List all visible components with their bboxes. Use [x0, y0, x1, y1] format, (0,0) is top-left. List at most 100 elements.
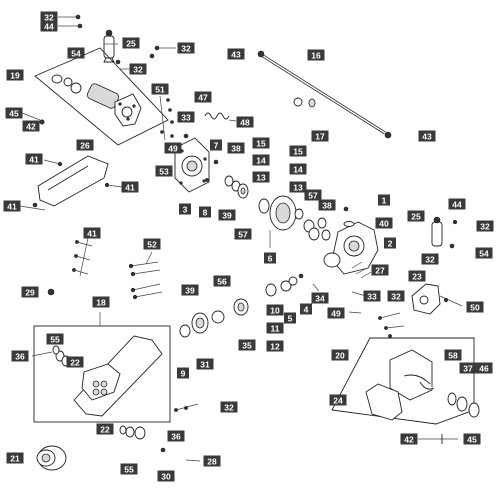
callout-number: 5	[288, 314, 293, 324]
callout-c2: 2	[384, 237, 396, 249]
callout-box	[289, 163, 307, 175]
callout-c38a: 38	[227, 142, 245, 154]
callout-c32b: 32	[177, 42, 195, 54]
callout-number: 39	[222, 211, 232, 221]
callout-c1: 1	[378, 194, 390, 206]
callout-c48: 48	[236, 116, 254, 128]
bearings-lower-drawing	[179, 298, 249, 338]
callout-box	[304, 189, 322, 201]
callout-c14a: 14	[252, 154, 270, 166]
callout-number: 46	[479, 364, 489, 374]
callout-box	[40, 20, 58, 32]
callout-c31: 31	[196, 358, 214, 370]
callout-number: 58	[448, 351, 458, 361]
callout-box	[289, 145, 307, 157]
callout-number: 7	[214, 141, 219, 151]
callout-number: 23	[412, 272, 422, 282]
callout-number: 41	[7, 202, 17, 212]
callout-number: 1	[382, 196, 387, 206]
callout-box	[6, 69, 24, 81]
seals-bearings-right-drawing	[294, 208, 331, 241]
callout-box	[459, 362, 477, 374]
callout-box	[164, 142, 182, 154]
callout-c22a: 22	[66, 356, 84, 368]
callout-box	[181, 284, 199, 296]
callout-number: 33	[367, 292, 377, 302]
callout-number: 50	[470, 303, 480, 313]
bushing-21-drawing	[36, 445, 67, 471]
seals-bearings-left-drawing	[205, 159, 249, 199]
callout-c37: 37	[459, 362, 477, 374]
callout-box	[407, 210, 425, 222]
cover-24-drawing	[365, 383, 403, 421]
callout-c20: 20	[331, 349, 349, 361]
callout-number: 32	[425, 255, 435, 265]
callout-box	[371, 264, 389, 276]
callout-box	[151, 83, 169, 95]
callout-c5: 5	[284, 312, 296, 324]
callout-box	[444, 349, 462, 361]
bolts-32-top-drawing	[120, 45, 176, 70]
callout-box	[40, 11, 58, 23]
callout-number: 34	[315, 294, 325, 304]
callout-number: 19	[10, 71, 20, 81]
callout-number: 32	[181, 44, 191, 54]
callout-number: 17	[315, 132, 325, 142]
swing-arm-group-19-drawing	[21, 47, 169, 146]
callout-c32g: 32	[220, 401, 238, 413]
bolt-32-44-drawing	[58, 14, 83, 29]
callout-c57b: 57	[304, 189, 322, 201]
callout-c25b: 25	[407, 210, 425, 222]
callout-c17: 17	[311, 130, 329, 142]
callout-number: 31	[200, 360, 210, 370]
callout-number: 2	[388, 239, 393, 249]
callout-c28: 28	[203, 455, 221, 467]
callout-box	[466, 301, 484, 313]
callout-box	[236, 116, 254, 128]
callout-number: 25	[411, 212, 421, 222]
callout-c32c: 32	[129, 63, 147, 75]
callout-number: 37	[463, 364, 473, 374]
callout-number: 54	[479, 249, 489, 259]
callout-number: 32	[44, 13, 54, 23]
callout-box	[234, 228, 252, 240]
gear-case-cover-3-drawing	[174, 133, 210, 193]
callout-number: 52	[147, 240, 157, 250]
callout-box	[400, 433, 418, 445]
callout-box	[5, 107, 23, 119]
callout-number: 25	[126, 39, 136, 49]
callout-number: 27	[375, 266, 385, 276]
callout-number: 57	[238, 230, 248, 240]
callout-box	[218, 209, 236, 221]
callout-number: 11	[271, 324, 280, 334]
bolt-42-45-drawing	[418, 434, 458, 444]
callout-box	[83, 227, 101, 239]
callout-number: 42	[404, 435, 414, 445]
callout-box	[266, 322, 284, 334]
callout-box	[475, 247, 493, 259]
shock-absorber-right-drawing	[431, 216, 458, 249]
callout-number: 20	[335, 351, 345, 361]
callout-box	[92, 296, 110, 308]
callout-c39b: 39	[181, 284, 199, 296]
callout-c41b: 41	[121, 181, 139, 193]
callout-number: 28	[207, 457, 217, 467]
callout-c26: 26	[76, 139, 94, 151]
callout-number: 48	[240, 118, 250, 128]
callout-c23: 23	[408, 270, 426, 282]
callout-c14b: 14	[289, 163, 307, 175]
callout-box	[227, 142, 245, 154]
callout-c36b: 36	[167, 430, 185, 442]
callout-box	[76, 139, 94, 151]
callout-box	[300, 303, 312, 315]
callout-c38b: 38	[318, 199, 336, 211]
callout-number: 32	[480, 222, 490, 232]
callout-number: 10	[270, 306, 280, 316]
callout-box	[266, 304, 284, 316]
callout-c53: 53	[155, 165, 173, 177]
callout-number: 56	[217, 277, 227, 287]
callout-number: 44	[452, 200, 462, 210]
callout-box	[220, 401, 238, 413]
callout-c44a: 44	[40, 20, 58, 32]
callout-number: 32	[224, 403, 234, 413]
